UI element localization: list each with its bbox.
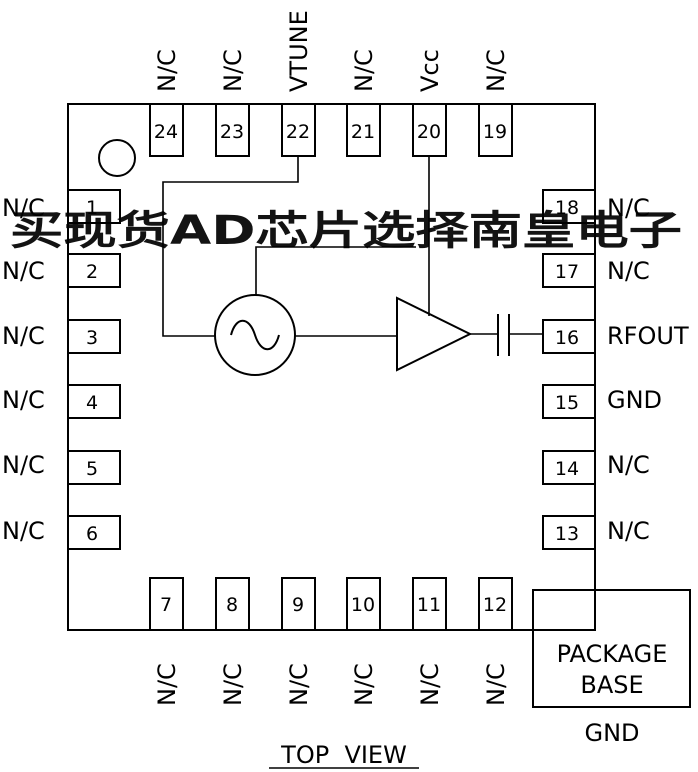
svg-text:N/C: N/C	[350, 49, 378, 92]
svg-text:N/C: N/C	[153, 663, 181, 706]
internal-circuit	[162, 156, 543, 376]
left-pins: 1 N/C 2 N/C 3 N/C 4 N/C 5 N/C 6 N/C	[2, 189, 121, 550]
pin-2: 2 N/C	[2, 253, 121, 288]
svg-text:N/C: N/C	[350, 663, 378, 706]
pin-24: 24 N/C	[149, 49, 184, 157]
svg-text:12: 12	[483, 594, 507, 616]
svg-text:VTUNE: VTUNE	[285, 10, 313, 92]
svg-text:N/C: N/C	[416, 663, 444, 706]
pin-12: 12 N/C	[478, 577, 513, 706]
pin-1: 1 N/C	[2, 189, 121, 224]
svg-text:N/C: N/C	[2, 322, 45, 350]
svg-text:20: 20	[417, 121, 441, 143]
oscillator-symbol	[214, 294, 296, 376]
pin-8: 8 N/C	[215, 577, 250, 706]
svg-text:N/C: N/C	[219, 663, 247, 706]
svg-text:N/C: N/C	[2, 194, 45, 222]
pin-6: 6 N/C	[2, 515, 121, 550]
watermark-text: 买现货AD芯片选择南皇电子	[10, 208, 682, 254]
svg-text:N/C: N/C	[482, 663, 510, 706]
pin-17: 17 N/C	[542, 253, 650, 288]
svg-text:N/C: N/C	[2, 517, 45, 545]
svg-text:17: 17	[555, 261, 579, 283]
pin-11: 11 N/C	[412, 577, 447, 706]
svg-text:5: 5	[86, 458, 98, 480]
svg-text:22: 22	[286, 121, 310, 143]
package-base-line2: BASE	[580, 671, 643, 699]
pin-13: 13 N/C	[542, 515, 650, 550]
pin-7: 7 N/C	[149, 577, 184, 706]
svg-text:Vcc: Vcc	[416, 49, 444, 92]
svg-text:10: 10	[351, 594, 375, 616]
svg-text:N/C: N/C	[482, 49, 510, 92]
svg-text:21: 21	[351, 121, 375, 143]
svg-text:N/C: N/C	[2, 451, 45, 479]
pin1-marker	[98, 139, 136, 177]
pin-15: 15 GND	[542, 384, 662, 419]
amplifier-symbol	[396, 296, 473, 372]
package-base-pad	[532, 589, 691, 708]
sine-wave-icon	[230, 319, 280, 351]
pin-4: 4 N/C	[2, 384, 121, 419]
svg-text:19: 19	[483, 121, 507, 143]
svg-text:9: 9	[292, 594, 304, 616]
pin-3: 3 N/C	[2, 319, 121, 354]
svg-text:14: 14	[555, 458, 579, 480]
svg-text:16: 16	[555, 327, 579, 349]
pin-14: 14 N/C	[542, 450, 650, 485]
svg-text:8: 8	[226, 594, 238, 616]
svg-text:N/C: N/C	[607, 194, 650, 222]
top-pins: 24 N/C 23 N/C 22 VTUNE 21 N/C 20 Vcc 19 …	[149, 10, 513, 157]
pin-22: 22 VTUNE	[281, 10, 316, 157]
svg-text:N/C: N/C	[607, 517, 650, 545]
svg-text:N/C: N/C	[607, 451, 650, 479]
pin-16: 16 RFOUT	[542, 319, 689, 354]
svg-text:1: 1	[86, 197, 98, 219]
svg-text:4: 4	[86, 392, 98, 414]
svg-text:N/C: N/C	[607, 257, 650, 285]
svg-text:GND: GND	[607, 386, 662, 414]
vtune-wire	[162, 156, 299, 337]
svg-text:6: 6	[86, 523, 98, 545]
svg-text:15: 15	[555, 392, 579, 414]
svg-text:11: 11	[417, 594, 441, 616]
package-base-gnd: GND	[584, 719, 639, 747]
svg-text:24: 24	[154, 121, 178, 143]
svg-text:N/C: N/C	[2, 257, 45, 285]
package-body	[67, 103, 596, 631]
svg-text:3: 3	[86, 327, 98, 349]
svg-text:2: 2	[86, 261, 98, 283]
svg-text:23: 23	[220, 121, 244, 143]
svg-text:N/C: N/C	[153, 49, 181, 92]
pin-10: 10 N/C	[346, 577, 381, 706]
svg-text:13: 13	[555, 523, 579, 545]
svg-text:18: 18	[555, 197, 579, 219]
svg-text:RFOUT: RFOUT	[607, 322, 689, 350]
svg-text:N/C: N/C	[285, 663, 313, 706]
bottom-pins: 7 N/C 8 N/C 9 N/C 10 N/C 11 N/C 12 N/C	[149, 577, 513, 706]
pin-18: 18 N/C	[542, 189, 650, 224]
svg-text:7: 7	[160, 594, 172, 616]
svg-text:N/C: N/C	[2, 386, 45, 414]
package-base-line1: PACKAGE	[557, 640, 668, 668]
pin-9: 9 N/C	[281, 577, 316, 706]
pin-21: 21 N/C	[346, 49, 381, 157]
osc-tap-wire	[255, 246, 416, 296]
top-view-label: TOP VIEW	[280, 741, 407, 769]
pin-5: 5 N/C	[2, 450, 121, 485]
svg-text:N/C: N/C	[219, 49, 247, 92]
right-pins: 18 N/C 17 N/C 16 RFOUT 15 GND 14 N/C 13 …	[542, 189, 689, 550]
pin-20: 20 Vcc	[412, 49, 447, 157]
pin-23: 23 N/C	[215, 49, 250, 157]
pin-19: 19 N/C	[478, 49, 513, 157]
